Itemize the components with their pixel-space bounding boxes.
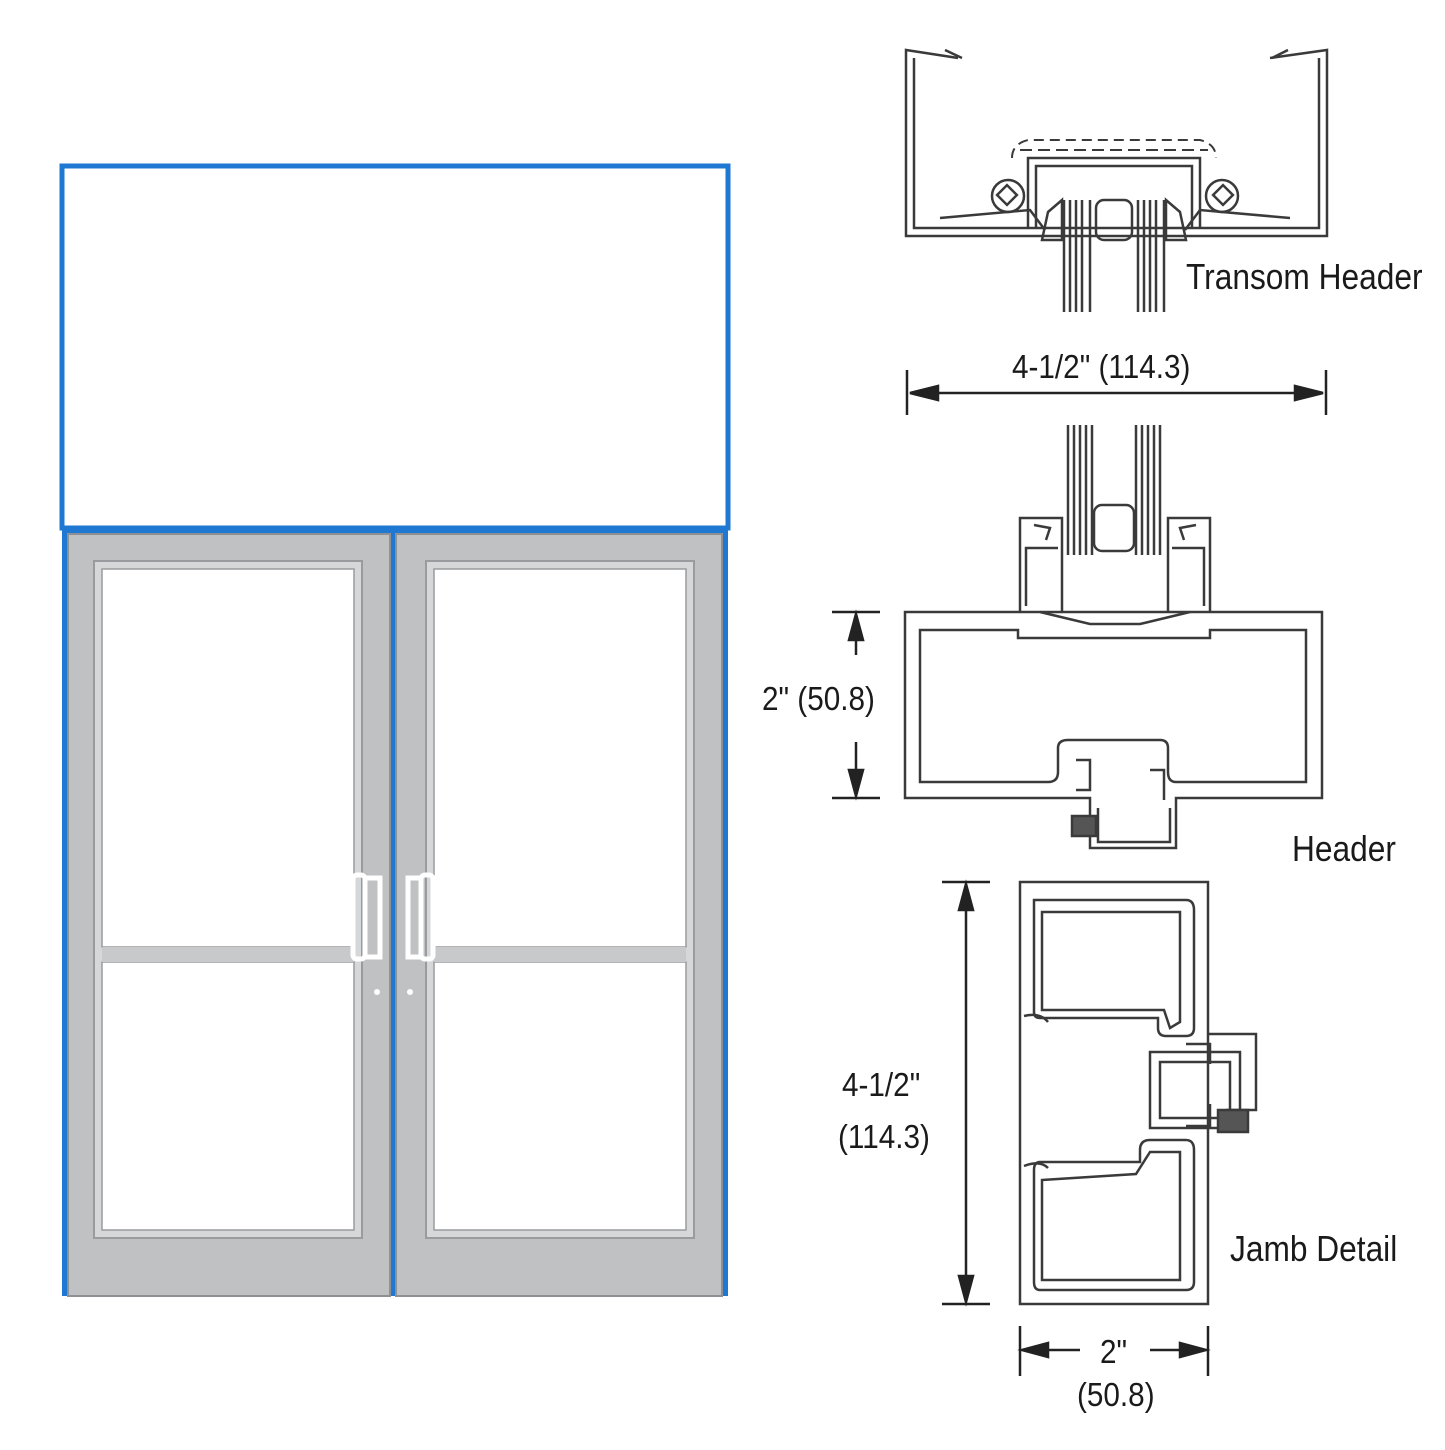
jamb-width-mm-label: (50.8) (1077, 1376, 1155, 1413)
jamb-height-dimension (942, 879, 990, 1307)
jamb-height-in-label: 4-1/2" (842, 1066, 921, 1103)
transom-width-dimension (905, 370, 1328, 415)
jamb-detail-label: Jamb Detail (1230, 1228, 1398, 1269)
jamb-detail-section (1018, 880, 1258, 1306)
header-section (903, 425, 1324, 850)
transom-width-label: 4-1/2" (114.3) (1012, 348, 1191, 385)
header-height-label: 2" (50.8) (762, 680, 875, 717)
jamb-height-mm-label: (114.3) (838, 1118, 930, 1155)
right-door-handle (405, 875, 421, 960)
header-label: Header (1292, 828, 1396, 869)
jamb-width-in-label: 2" (1100, 1333, 1128, 1370)
transom-panel (59, 163, 731, 531)
left-door (67, 533, 391, 1297)
door-elevation (59, 163, 731, 1297)
right-door (395, 533, 723, 1297)
header-height-dimension (832, 609, 880, 801)
transom-header-section (904, 48, 1329, 312)
left-door-handle (350, 872, 368, 962)
jamb-width-dimension (1017, 1326, 1211, 1376)
transom-header-label: Transom Header (1186, 256, 1423, 297)
